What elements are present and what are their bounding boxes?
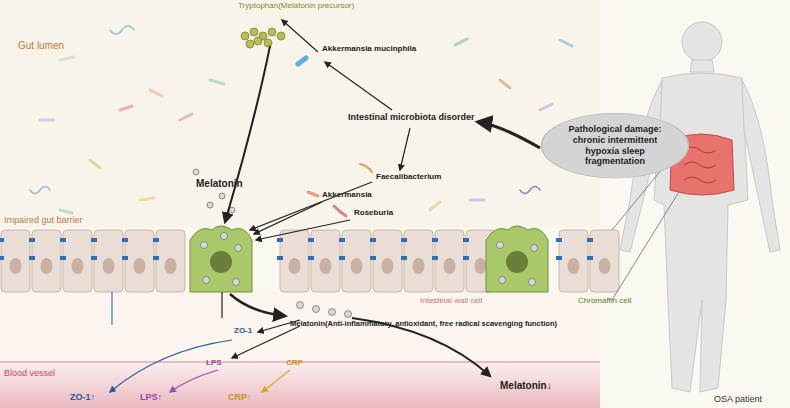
- label: LPS: [206, 358, 222, 367]
- label: Akkermansia: [322, 190, 372, 199]
- label: LPS↑: [140, 392, 162, 402]
- node-text: Pathological damage: chronic intermitten…: [540, 124, 690, 167]
- blood-vessel: [0, 362, 600, 408]
- label: OSA patient: [714, 394, 762, 404]
- lumen: [0, 0, 600, 228]
- label: CRP: [286, 358, 303, 367]
- label: Intestinal wall cell: [420, 296, 482, 305]
- chromaffin-cells: [190, 226, 548, 292]
- label: Impaired gut barrier: [4, 215, 83, 225]
- label: Chromaffin cell: [578, 296, 631, 305]
- label: Melatonin↓: [500, 380, 552, 392]
- label: CRP↑: [228, 392, 252, 402]
- label: Intestinal microbiota disorder: [348, 112, 475, 122]
- label: Blood vessel: [4, 368, 55, 378]
- label: ZO-1: [234, 326, 252, 335]
- label: Melatonin(Anti-inflammatory, antioxidant…: [290, 320, 557, 329]
- label: Gut lumen: [18, 40, 64, 52]
- label: Melatonin: [196, 178, 243, 190]
- label: ZO-1↑: [70, 392, 95, 402]
- label: Akkermansia mucinphila: [322, 44, 416, 53]
- label: Roseburia: [354, 208, 393, 217]
- lamina: [0, 292, 600, 408]
- label: Faecalibacterium: [376, 172, 441, 181]
- patient-figure: [620, 22, 780, 392]
- cause-ellipse: Pathological damage: chronic intermitten…: [540, 112, 690, 179]
- label: Tryptophan(Melatonin precursor): [238, 1, 354, 10]
